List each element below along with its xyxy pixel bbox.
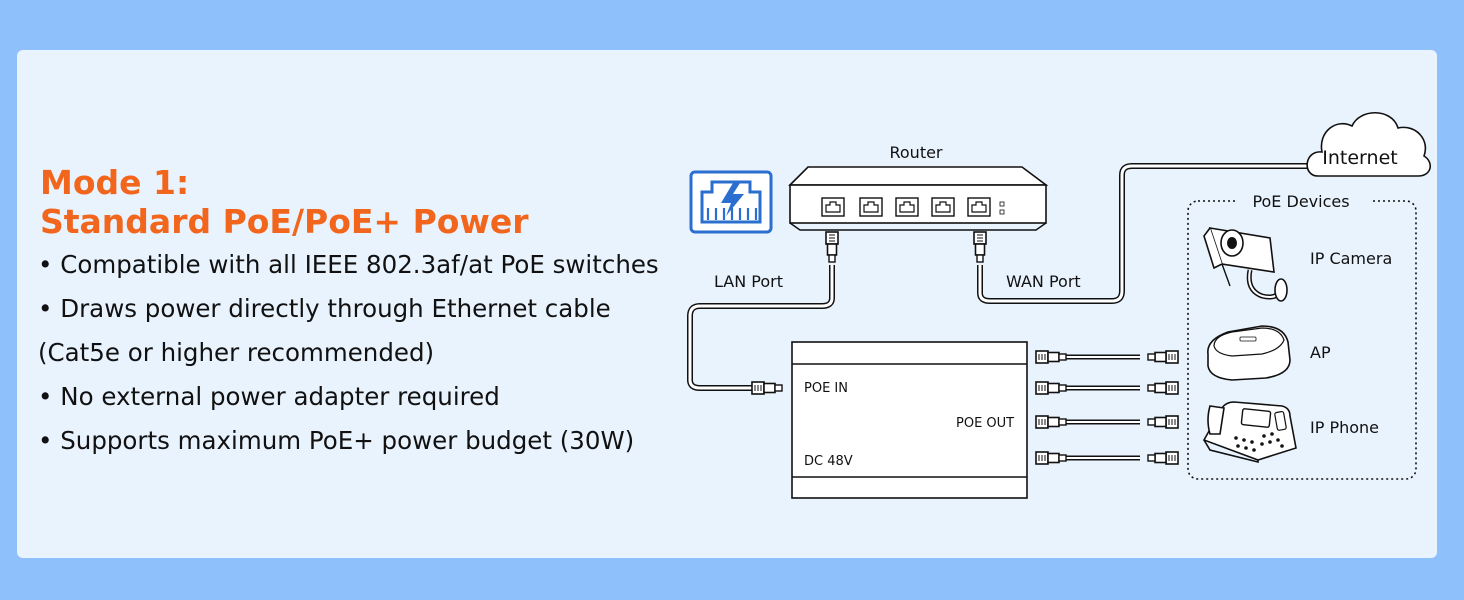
poe-port-icon [689, 170, 773, 234]
feature-item: • Compatible with all IEEE 802.3af/at Po… [38, 250, 659, 279]
feature-item: • Draws power directly through Ethernet … [38, 294, 611, 323]
feature-item: • No external power adapter required [38, 382, 500, 411]
ip-phone-icon [1202, 401, 1297, 464]
ip-camera-icon [1203, 226, 1288, 302]
feature-item: • Supports maximum PoE+ power budget (30… [38, 426, 635, 455]
dc-label: DC 48V [804, 454, 853, 469]
internet-label: Internet [1322, 147, 1397, 169]
headline: Mode 1: Standard PoE/PoE+ Power [40, 163, 529, 241]
access-point-icon [1207, 325, 1291, 381]
headline-mode: Mode 1: [40, 163, 190, 202]
lan-port-label: LAN Port [714, 272, 783, 291]
ap-label: AP [1310, 343, 1331, 362]
ip-camera-label: IP Camera [1310, 249, 1392, 268]
headline-title: Standard PoE/PoE+ Power [40, 202, 529, 241]
router-label: Router [889, 143, 942, 162]
poe-out-label: POE OUT [956, 416, 1014, 431]
poe-devices-label: PoE Devices [1252, 192, 1349, 211]
router: Router [788, 143, 1049, 231]
ip-phone-label: IP Phone [1310, 418, 1379, 437]
poe-injector: POE IN POE OUT DC 48V [791, 341, 1028, 499]
poe-out-cables [1035, 350, 1179, 465]
wan-port-label: WAN Port [1006, 272, 1081, 291]
poe-in-label: POE IN [804, 381, 848, 396]
feature-item-note: (Cat5e or higher recommended) [38, 338, 435, 367]
cloud-icon: Internet [1306, 112, 1431, 177]
poe-devices-group: PoE Devices [1187, 190, 1417, 480]
